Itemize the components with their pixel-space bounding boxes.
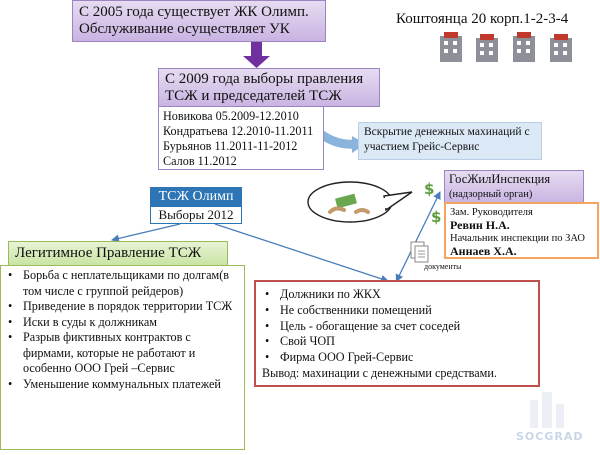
- list-item: Приведение в порядок территории ТСЖ: [5, 299, 238, 315]
- list-item: Уменьшение коммунальных платежей: [5, 377, 238, 393]
- fraud-note-box: Вскрытие денежных махинаций с участием Г…: [358, 122, 542, 160]
- legit-board-list-box: Борьба с неплательщиками по долгам(в том…: [0, 265, 245, 450]
- chair-item: Кондратьева 12.2010-11.2011: [163, 124, 314, 138]
- list-item: Разрыв фиктивных контрактов с фирмами, к…: [5, 330, 238, 377]
- list-item: Борьба с неплательщиками по долгам(в том…: [5, 268, 238, 299]
- conclusion-text: Вывод: махинации с денежными средствами.: [262, 365, 497, 380]
- top-info-box: С 2005 года существует ЖК Олимп. Обслужи…: [72, 0, 326, 42]
- watermark-emblem-icon: [530, 392, 564, 428]
- elections-2009-line-2: ТСЖ и председателей ТСЖ: [165, 88, 342, 105]
- elections-2009-line-1: С 2009 года выборы правления: [165, 71, 364, 87]
- debtors-box: Должники по ЖКХ Не собственники помещени…: [254, 280, 540, 387]
- money-exchange-icon: [307, 181, 413, 223]
- top-info-line-1: С 2005 года существует ЖК Олимп.: [79, 4, 309, 20]
- list-item: Цель - обогащение за счет соседей: [262, 319, 532, 335]
- gzhi-deputy-name: Ревин Н.А.: [450, 218, 510, 232]
- chair-item: Бурьянов 11.2011-11-2012: [163, 139, 298, 153]
- chair-item: Салов 11.2012: [163, 154, 237, 168]
- dollar-icon: $: [431, 208, 441, 226]
- legit-board-list: Борьба с неплательщиками по долгам(в том…: [5, 268, 238, 392]
- building-icon: [476, 34, 498, 62]
- chair-item: Новикова 05.2009-12.2010: [163, 109, 299, 123]
- arrow-down-icon: [243, 42, 270, 68]
- gzhi-details-box: Зам. Руководителя Ревин Н.А. Начальник и…: [444, 202, 599, 259]
- connector-tsj-to-debtors: [214, 223, 389, 283]
- legit-board-title: Легитимное Правление ТСЖ: [8, 241, 228, 266]
- connector-debtors-to-gzhi: [395, 191, 441, 283]
- documents-icon: [410, 241, 429, 263]
- gzhi-subtitle: (надзорный орган): [449, 189, 533, 200]
- dollar-icon: $: [424, 180, 434, 198]
- tsj-elections-box: Выборы 2012: [150, 206, 242, 224]
- gzhi-head-name: Аннаев Х.А.: [450, 244, 517, 258]
- gzhi-deputy-role: Зам. Руководителя: [450, 207, 533, 218]
- chairs-list-box: Новикова 05.2009-12.2010 Кондратьева 12.…: [158, 106, 324, 170]
- building-icon: [440, 32, 462, 62]
- documents-label: документы: [424, 262, 462, 271]
- svg-text:$: $: [431, 208, 441, 226]
- gzhi-header-box: ГосЖилИнспекция (надзорный орган): [444, 170, 584, 204]
- address-label: Коштоянца 20 корп.1-2-3-4: [396, 11, 569, 27]
- list-item: Иски в суды к должникам: [5, 315, 238, 331]
- connector-tsj-to-legit: [111, 223, 181, 243]
- list-item: Должники по ЖКХ: [262, 287, 532, 303]
- gzhi-head-role: Начальник инспекции по ЗАО: [450, 233, 586, 244]
- list-item: Фирма ООО Грей-Сервис: [262, 350, 532, 366]
- building-icon: [513, 32, 535, 62]
- top-info-line-2: Обслуживание осуществляет УК: [79, 21, 290, 38]
- svg-text:$: $: [424, 180, 434, 198]
- building-icon: [550, 34, 572, 62]
- tsj-title-box: ТСЖ Олимп: [150, 187, 242, 206]
- debtors-list: Должники по ЖКХ Не собственники помещени…: [262, 287, 532, 366]
- list-item: Не собственники помещений: [262, 303, 532, 319]
- gzhi-title: ГосЖилИнспекция: [449, 172, 551, 186]
- list-item: Свой ЧОП: [262, 334, 532, 350]
- elections-2009-box: С 2009 года выборы правления ТСЖ и предс…: [158, 68, 380, 107]
- watermark-text: SOCGRAD: [516, 430, 584, 443]
